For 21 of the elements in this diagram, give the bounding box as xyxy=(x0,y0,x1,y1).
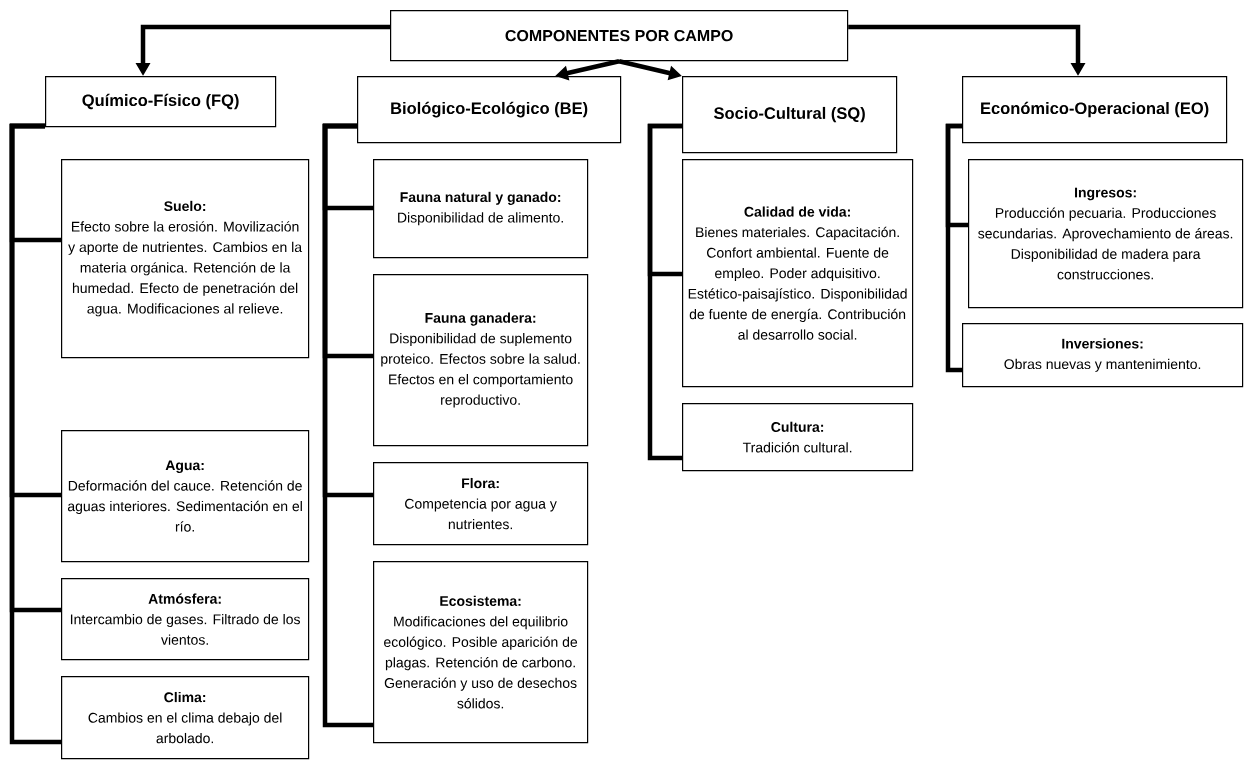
component-box: Agua: Deformación del cauce. Retención de aguas interiores. Sedimentación en el río. xyxy=(61,430,310,563)
component-box: Flora: Competencia por agua y nutrientes. xyxy=(373,462,589,546)
component-box: Fauna natural y ganado: Disponibilidad de alimento. xyxy=(373,159,589,259)
component-box: Ecosistema: Modificaciones del equilibrio ecológico. Posible aparición de plagas. Retención de carbono. Generación y uso de desechos sólidos. xyxy=(373,561,589,744)
component-box: Inversiones: Obras nuevas y mantenimiento. xyxy=(962,323,1244,388)
category-box: Económico-Operacional (EO) xyxy=(962,76,1228,144)
category-box: Biológico-Ecológico (BE) xyxy=(357,76,622,144)
component-box: Suelo: Efecto sobre la erosión. Movilización y aporte de nutrientes. Cambios en la materia orgánica. Retención de la humedad. Efecto de penetración del agua. Modificaciones al relieve. xyxy=(61,159,310,359)
component-box: Cultura: Tradición cultural. xyxy=(682,403,914,472)
title-box: COMPONENTES POR CAMPO xyxy=(390,10,849,62)
component-box: Calidad de vida: Bienes materiales. Capacitación. Confort ambiental. Fuente de empleo. Poder adquisitivo. Estético-paisajístico. Disponibilidad de fuente de energía. Contribución al desarrollo social. xyxy=(682,159,914,388)
component-box: Ingresos: Producción pecuaria. Producciones secundarias. Aprovechamiento de áreas. Disponibilidad de madera para construcciones. xyxy=(968,159,1244,309)
component-box: Fauna ganadera: Disponibilidad de suplemento proteico. Efectos sobre la salud. Efectos en el comportamiento reproductivo. xyxy=(373,274,589,447)
category-box: Socio-Cultural (SQ) xyxy=(682,76,898,154)
component-box: Atmósfera: Intercambio de gases. Filtrado de los vientos. xyxy=(61,578,310,661)
connector-line xyxy=(945,123,962,373)
connector-line xyxy=(9,123,61,745)
component-box: Clima: Cambios en el clima debajo del arbolado. xyxy=(61,676,310,760)
connector-line xyxy=(322,123,373,728)
connector-line xyxy=(647,123,682,461)
category-box: Químico-Físico (FQ) xyxy=(45,76,277,128)
